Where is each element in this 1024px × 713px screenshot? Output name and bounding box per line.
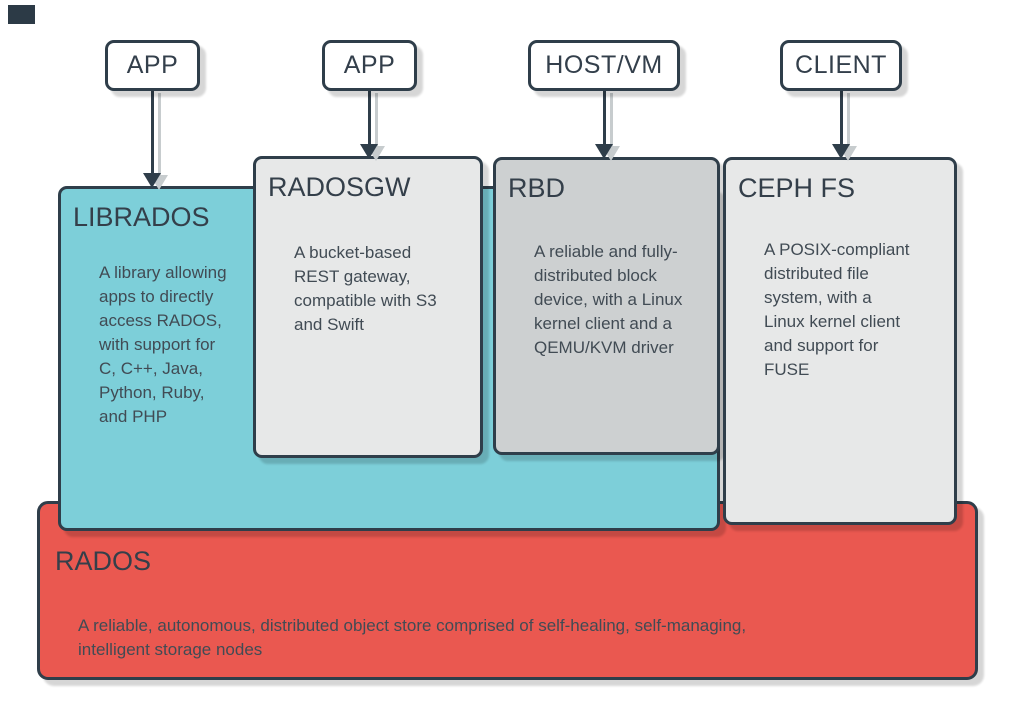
arrow-shadow-line [375, 93, 378, 148]
node-client: CLIENT [780, 40, 902, 91]
node-app-2: APP [322, 40, 417, 91]
layer-cephfs: CEPH FS A POSIX-compliant distributed fi… [723, 157, 957, 525]
corner-mark [8, 5, 35, 24]
node-host-vm: HOST/VM [528, 40, 680, 91]
layer-librados-description: A library allowing apps to directly acce… [99, 263, 227, 426]
layer-librados-title: LIBRADOS [73, 202, 210, 232]
arrow-line [151, 91, 154, 175]
layer-radosgw: RADOSGW A bucket-based REST gateway, com… [253, 156, 483, 458]
layer-radosgw-title: RADOSGW [268, 172, 411, 202]
arrow-shadow-line [158, 93, 161, 177]
layer-cephfs-title: CEPH FS [738, 173, 856, 203]
arrowhead-icon [143, 173, 161, 188]
arrow-line [840, 91, 843, 146]
node-app-1-label: APP [126, 51, 179, 79]
arrow-shadow-line [847, 93, 850, 148]
layer-cephfs-description: A POSIX-compliant distributed file syste… [764, 240, 910, 379]
arrowhead-icon [360, 144, 378, 159]
layer-rbd-description: A reliable and fully- distributed block … [534, 242, 683, 357]
node-app-2-label: APP [343, 51, 396, 79]
arrow-shadow-line [610, 93, 613, 148]
layer-rados-title: RADOS [55, 546, 152, 576]
arrow-line [368, 91, 371, 146]
node-app-1: APP [105, 40, 200, 91]
layer-radosgw-description: A bucket-based REST gateway, compatible … [294, 243, 437, 334]
node-host-vm-label: HOST/VM [545, 51, 663, 79]
node-client-label: CLIENT [795, 51, 887, 79]
arrowhead-icon [832, 144, 850, 159]
arrow-line [603, 91, 606, 146]
layer-rbd: RBD A reliable and fully- distributed bl… [493, 157, 720, 455]
layer-rados-description: A reliable, autonomous, distributed obje… [78, 616, 747, 659]
arrowhead-icon [595, 144, 613, 159]
layer-rbd-title: RBD [508, 173, 566, 203]
